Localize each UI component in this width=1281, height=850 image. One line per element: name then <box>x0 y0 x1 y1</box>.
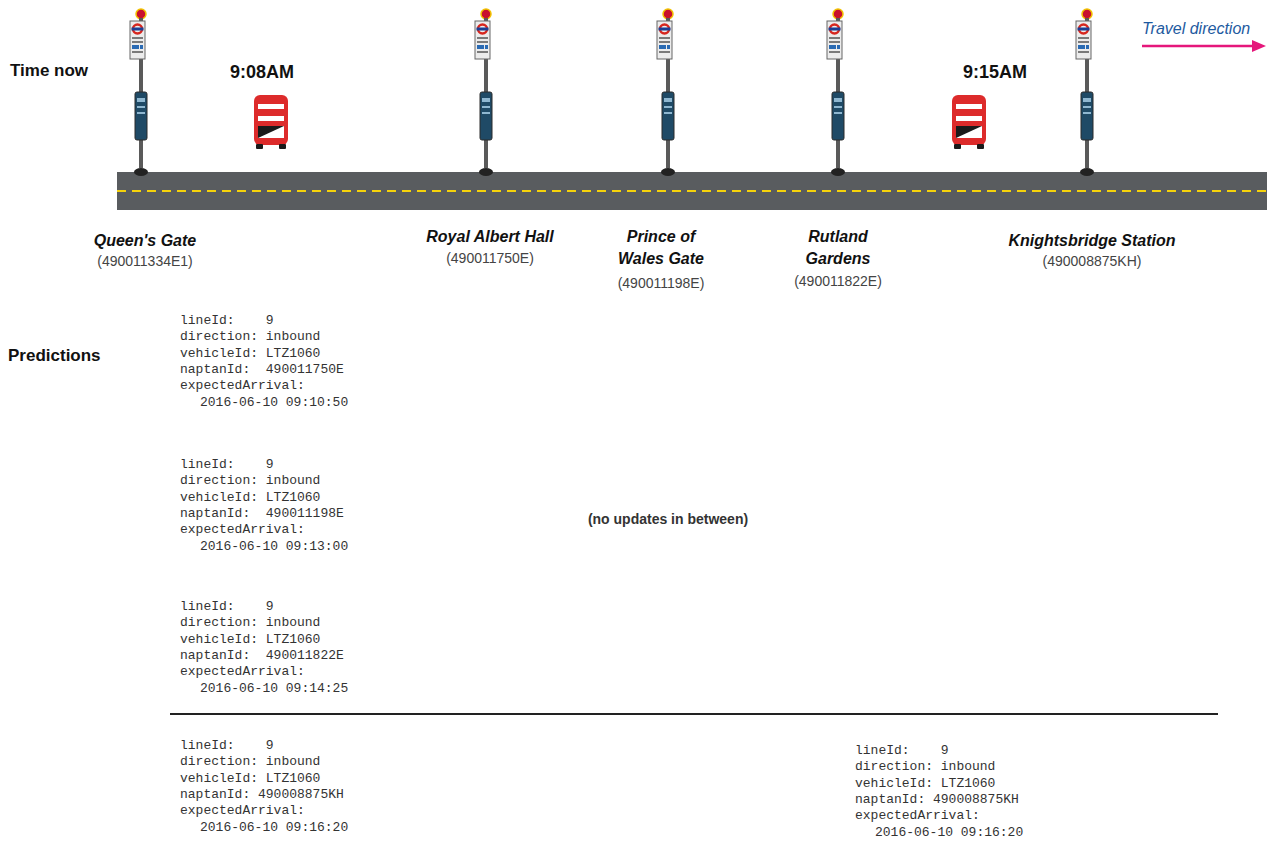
stop-name: Queen's Gate <box>94 230 197 252</box>
prediction-field: vehicleId: LTZ1060 <box>180 490 320 506</box>
prediction-field: direction: inbound <box>180 329 320 345</box>
prediction-field: expectedArrival: <box>180 803 305 819</box>
prediction-field: 2016-06-10 09:16:20 <box>875 825 1023 841</box>
direction-arrow <box>1142 45 1254 48</box>
row-heading: Predictions <box>8 346 101 366</box>
prediction-field: lineId: 9 <box>180 599 274 615</box>
prediction-field: naptanId: 490011822E <box>180 648 344 664</box>
stop-code: (490011822E) <box>794 273 882 289</box>
row-heading: Time now <box>10 61 88 81</box>
bus-stop-icon <box>1076 9 1094 176</box>
prediction-field: 2016-06-10 09:13:00 <box>200 539 348 555</box>
bus-stop-icon <box>657 9 675 176</box>
bus-time: 9:08AM <box>230 62 294 83</box>
prediction-field: lineId: 9 <box>180 313 274 329</box>
stop-code: (490008875KH) <box>1043 253 1142 269</box>
prediction-field: expectedArrival: <box>180 664 305 680</box>
stop-name: Knightsbridge Station <box>1008 230 1175 252</box>
prediction-field: naptanId: 490008875KH <box>180 787 344 803</box>
prediction-field: lineId: 9 <box>180 738 274 754</box>
bus-stop-icon <box>475 9 493 176</box>
stop-code: (490011334E1) <box>97 253 192 269</box>
prediction-field: expectedArrival: <box>180 378 305 394</box>
prediction-field: naptanId: 490011198E <box>180 506 344 522</box>
prediction-field: 2016-06-10 09:10:50 <box>200 395 348 411</box>
prediction-field: direction: inbound <box>180 754 320 770</box>
prediction-field: direction: inbound <box>855 759 995 775</box>
note-text: (no updates in between) <box>588 511 748 527</box>
stop-name: Royal Albert Hall <box>426 226 553 248</box>
road <box>117 172 1267 210</box>
stop-code: (490011750E) <box>446 250 534 266</box>
bus-stop-icon <box>827 9 845 176</box>
direction-arrowhead <box>1252 40 1266 52</box>
prediction-field: expectedArrival: <box>180 522 305 538</box>
prediction-field: naptanId: 490011750E <box>180 362 344 378</box>
bus-stop-icon <box>130 9 148 176</box>
stop-code: (490011198E) <box>618 275 705 291</box>
direction-label: Travel direction <box>1142 20 1250 38</box>
separator-line <box>170 713 1218 715</box>
bus-icon <box>952 95 986 149</box>
prediction-field: lineId: 9 <box>180 457 274 473</box>
stop-name: Rutland Gardens <box>792 226 884 270</box>
prediction-field: vehicleId: LTZ1060 <box>180 771 320 787</box>
prediction-field: 2016-06-10 09:14:25 <box>200 681 348 697</box>
prediction-field: vehicleId: LTZ1060 <box>180 632 320 648</box>
prediction-field: vehicleId: LTZ1060 <box>855 776 995 792</box>
prediction-field: vehicleId: LTZ1060 <box>180 346 320 362</box>
stop-name: Prince of Wales Gate <box>609 226 713 270</box>
bus-time: 9:15AM <box>963 62 1027 83</box>
prediction-field: naptanId: 490008875KH <box>855 792 1019 808</box>
prediction-field: expectedArrival: <box>855 808 980 824</box>
prediction-field: lineId: 9 <box>855 743 949 759</box>
bus-icon <box>254 95 288 149</box>
prediction-field: 2016-06-10 09:16:20 <box>200 820 348 836</box>
prediction-field: direction: inbound <box>180 473 320 489</box>
lane-marking <box>117 190 1267 192</box>
prediction-field: direction: inbound <box>180 615 320 631</box>
